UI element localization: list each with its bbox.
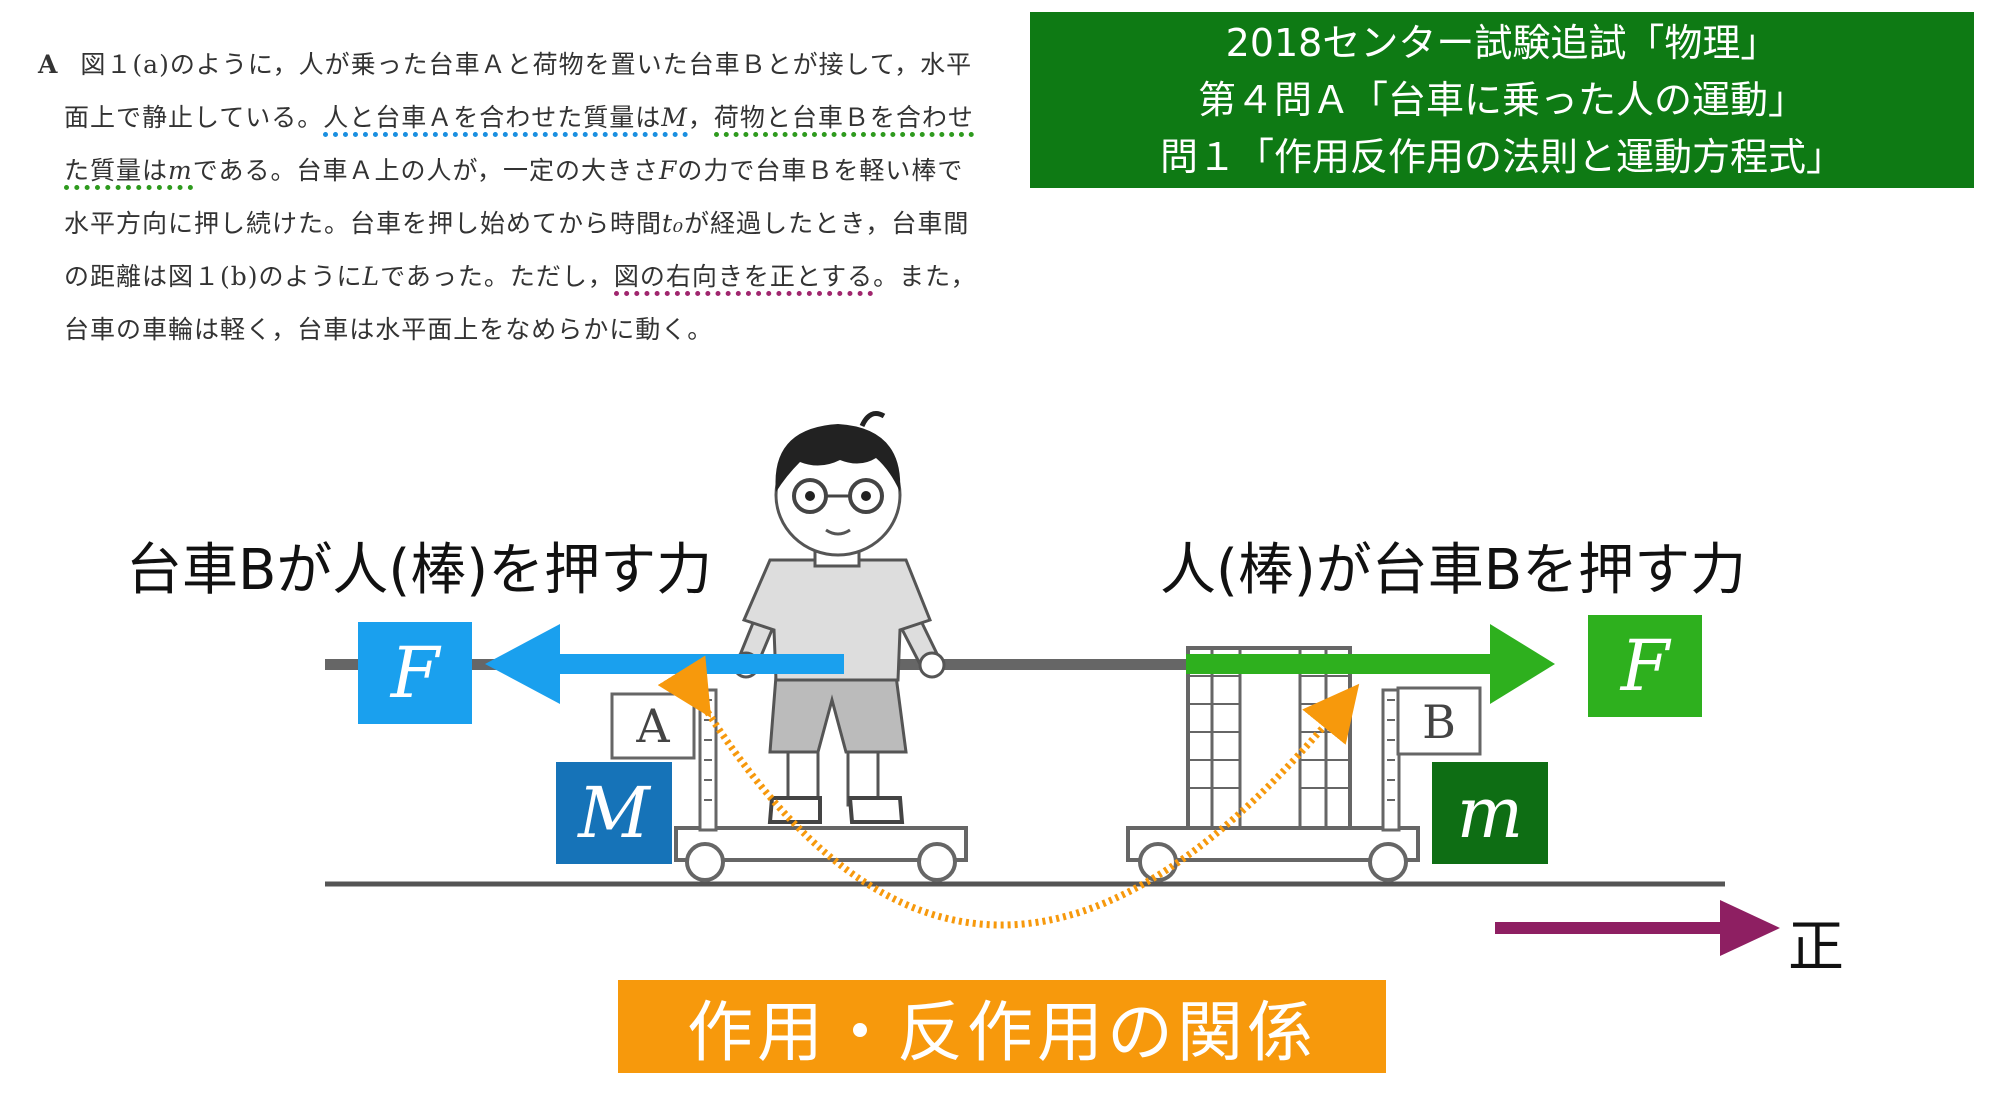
- cart-a-label: A: [635, 699, 670, 753]
- cart-b-wheel-left: [1138, 842, 1178, 882]
- cart-b-sign: [1396, 686, 1482, 756]
- problem-label: A: [38, 50, 59, 79]
- problem-line-4: 水平方向に押し続けた。台車を押し始めてから時間t₀が経過したとき，台車間: [64, 209, 970, 238]
- problem-line-6: 台車の車輪は軽く，台車は水平面上をなめらかに動く。: [64, 315, 714, 344]
- force-on-cart-b-label: 人(棒)が台車Bを押す力: [1160, 538, 1747, 603]
- mass-m-box: m: [1432, 762, 1548, 864]
- positive-direction-arrow: [1495, 900, 1780, 956]
- mass-A-underline: 人と台車Ａを合わせた質量はM: [323, 103, 688, 137]
- force-F-right-box: F: [1588, 615, 1702, 717]
- positive-direction-label: 正: [1788, 915, 1844, 980]
- mass-M-box: M: [556, 762, 672, 864]
- mass-B-underline-2: た質量はm: [64, 156, 193, 190]
- cart-a-wheel-right: [917, 842, 957, 882]
- problem-line-3: た質量はmである。台車Ａ上の人が，一定の大きさFの力で台車Ｂを軽い棒で: [38, 144, 1018, 197]
- title-line-2: 第４問Ａ「台車に乗った人の運動」: [1197, 77, 1806, 122]
- cart-b-wheel-right: [1368, 842, 1408, 882]
- action-reaction-caption: 作用・反作用の関係: [618, 980, 1386, 1073]
- title-line-1: 2018センター試験追試「物理」: [1225, 20, 1779, 65]
- cart-b-label: B: [1422, 695, 1456, 749]
- problem-line-2: 面上で静止している。人と台車Ａを合わせた質量はM，荷物と台車Ｂを合わせ: [38, 91, 1018, 144]
- title-box: 2018センター試験追試「物理」 第４問Ａ「台車に乗った人の運動」 問１「作用反…: [1030, 12, 1974, 188]
- cart-b: B: [1126, 646, 1482, 882]
- mass-B-underline-1: 荷物と台車Ｂを合わせ: [713, 103, 974, 137]
- cart-a-wheel-left: [685, 842, 725, 882]
- force-F-left-box: F: [358, 622, 472, 724]
- action-reaction-arrow: [657, 655, 1360, 929]
- person-figure: [732, 411, 946, 824]
- force-on-person-label: 台車Bが人(棒)を押す力: [126, 538, 713, 603]
- title-line-3: 問１「作用反作用の法則と運動方程式」: [1159, 134, 1844, 179]
- problem-line-5: の距離は図１(b)のようにLであった。ただし，図の右向きを正とする。また，: [38, 250, 1018, 303]
- positive-direction-underline: 図の右向きを正とする: [613, 262, 874, 296]
